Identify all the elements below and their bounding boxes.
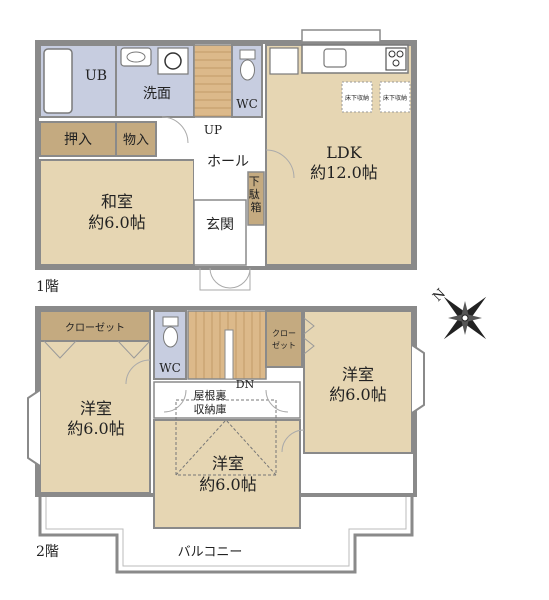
label-center-name: 洋室 [212,454,244,473]
balcony [38,495,414,574]
compass-icon [443,296,487,340]
shoe-box-char-2: 駄 [249,187,260,201]
shoe-box-char-3: 箱 [251,200,262,214]
label-entrance: 玄関 [206,216,234,233]
label-shoe-box: 下 駄 箱 [249,175,264,214]
floor-2: クローゼット クロー ゼット WC DN 屋根裏 収納庫 洋室 約6.0帖 洋室… [27,306,425,574]
toilet-icon [239,49,256,60]
label-balcony: バルコニー [178,545,243,560]
label-ldk-size: 約12.0帖 [310,163,378,182]
label-closet: 押入 [64,132,92,148]
label-washitsu-name: 和室 [101,192,133,211]
toilet-icon-2f [162,316,179,327]
label-attic-1: 屋根裏 [194,388,227,402]
label-washitsu-size: 約6.0帖 [88,213,145,232]
label-wc-2f: WC [159,361,181,375]
floor-2-label: 2階 [36,544,59,560]
label-storage: 物入 [123,133,149,148]
room-western-right [303,310,413,454]
underfloor-storage-1 [341,81,373,113]
room-closet [39,121,117,157]
sink-icon [120,47,152,67]
label-left-size: 約6.0帖 [67,419,124,438]
room-ldk [265,44,413,266]
label-closet-right-1: クロー [272,329,296,338]
label-washroom: 洗面 [143,86,171,102]
underfloor-storage-2 [379,81,411,113]
bathtub-icon [43,48,73,114]
label-closet-left: クローゼット [65,322,125,334]
label-attic-2: 収納庫 [194,402,227,416]
label-wc-1f: WC [236,97,258,111]
label-ub: UB [85,68,107,84]
room-storage [115,121,157,157]
label-underfloor-1: 床下収納 [345,94,369,102]
label-up: UP [204,123,222,137]
stove-icon [385,47,407,71]
label-closet-right-2: ゼット [272,340,296,350]
label-center-size: 約6.0帖 [199,475,256,494]
room-closet-right [265,310,303,368]
shoe-box [247,171,265,226]
room-washitsu [39,159,195,266]
compass-label: N [430,286,449,305]
label-ldk-name: LDK [326,143,362,162]
kitchen-sink-icon [323,48,347,68]
stairs-1f [193,44,233,118]
room-entrance [193,199,247,266]
label-right-size: 約6.0帖 [329,385,386,404]
shoe-box-char-1: 下 [249,175,260,188]
label-hall: ホール [207,154,249,170]
room-western-left [39,340,151,494]
washing-machine-icon [157,47,189,75]
label-right-name: 洋室 [342,365,374,384]
floor-1: UB 洗面 WC UP 押入 物入 ホール 玄関 和室 約6.0帖 LDK 約1… [35,29,417,291]
label-left-name: 洋室 [80,399,112,418]
floor-1-label: 1階 [36,279,59,295]
fridge-icon [269,47,299,75]
label-dn: DN [236,378,255,391]
label-underfloor-2: 床下収納 [383,94,407,102]
